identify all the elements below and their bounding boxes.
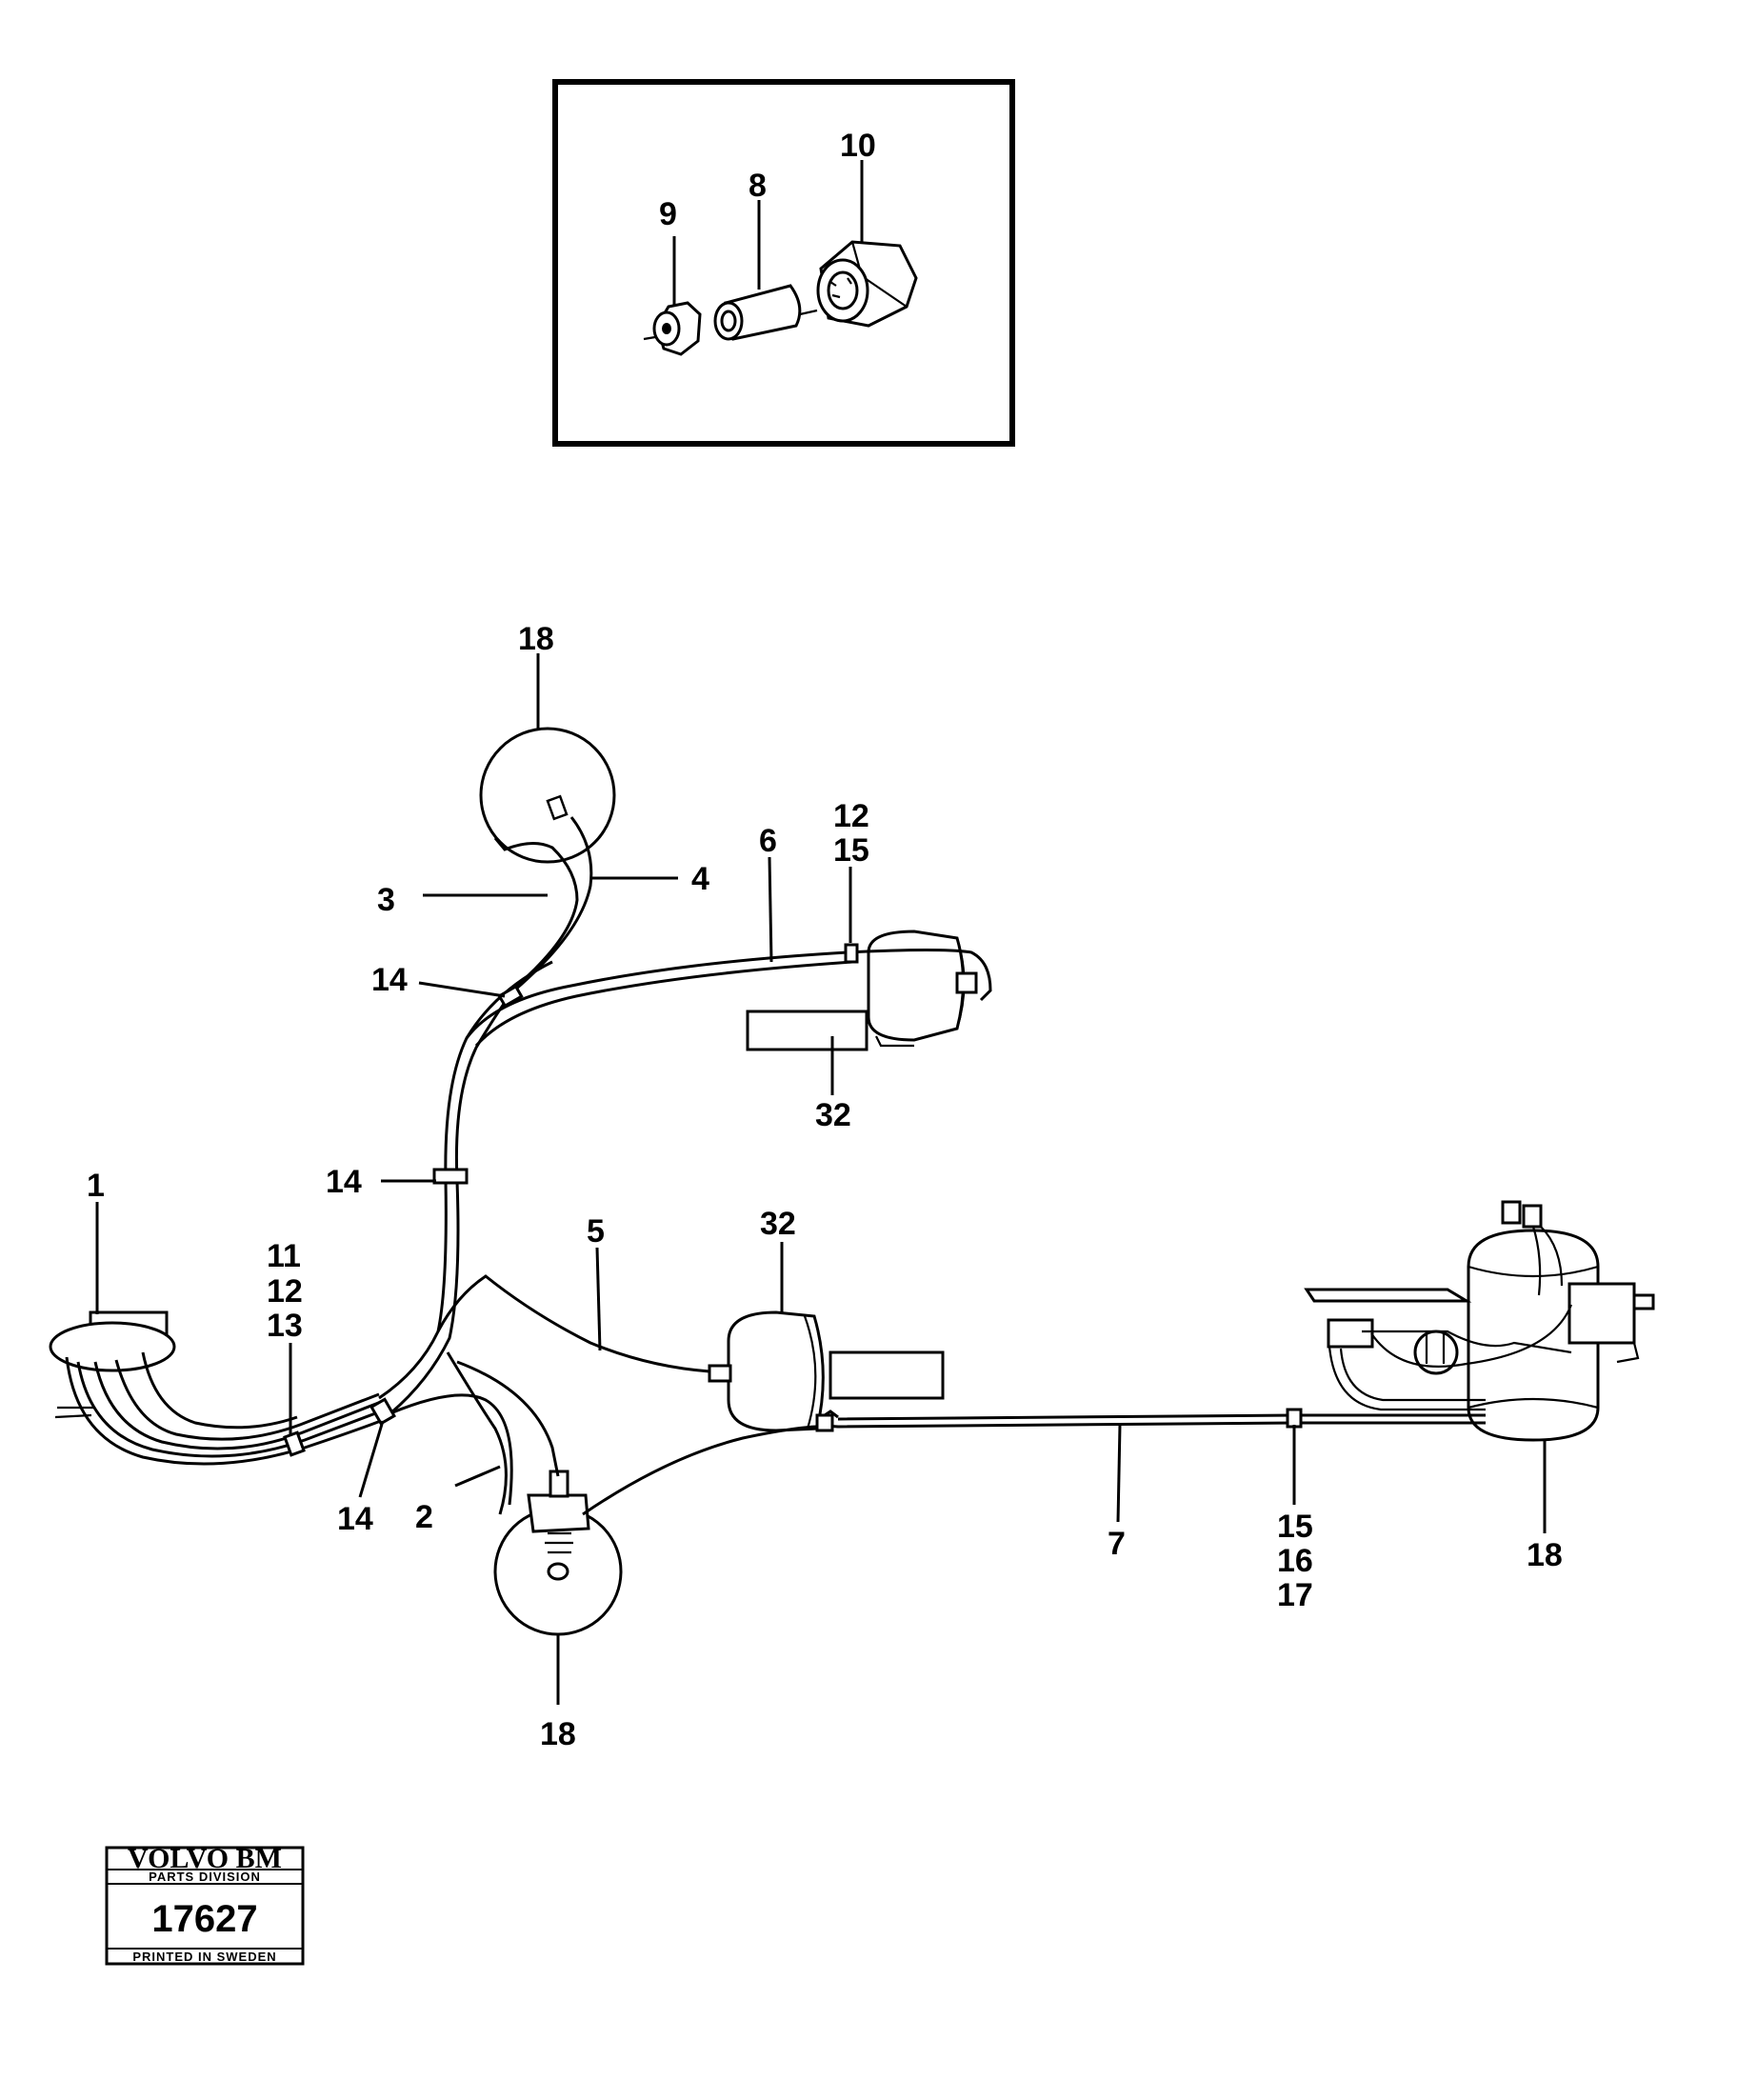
- union-nut-part: [816, 240, 918, 328]
- sleeve-part: [713, 284, 818, 341]
- callout-32-upper: 32: [815, 1097, 851, 1133]
- callout-18-right: 18: [1527, 1537, 1563, 1573]
- callout-14-upper: 14: [371, 962, 408, 998]
- callout-8: 8: [749, 168, 767, 204]
- callout-9: 9: [659, 196, 677, 232]
- air-tank-top: [479, 727, 616, 864]
- leader-lines: [95, 653, 1547, 1705]
- air-pipe-bundle: [65, 816, 1486, 1516]
- brake-chamber-upper: [746, 930, 978, 1051]
- inset-detail-box: [552, 79, 1015, 447]
- badge-division: PARTS DIVISION: [149, 1870, 261, 1884]
- callout-18-top: 18: [518, 621, 554, 657]
- callout-10: 10: [840, 128, 876, 164]
- callout-13: 13: [267, 1308, 303, 1344]
- callout-15-right: 15: [1277, 1509, 1313, 1545]
- parts-division-badge: VOLVO BM PARTS DIVISION 17627 PRINTED IN…: [105, 1843, 305, 1966]
- callout-15-top: 15: [833, 832, 869, 869]
- callout-16: 16: [1277, 1543, 1313, 1579]
- callout-14-middle: 14: [326, 1164, 362, 1200]
- callout-11: 11: [267, 1238, 301, 1274]
- callout-3: 3: [377, 882, 395, 918]
- callout-2: 2: [415, 1499, 433, 1535]
- callout-1: 1: [87, 1168, 105, 1204]
- badge-number: 17627: [151, 1898, 257, 1940]
- badge-footer: PRINTED IN SWEDEN: [132, 1950, 276, 1964]
- callout-labels: 9 8 10 18 12 15 6 3 4 14 32 14 1 5 32 11…: [87, 128, 1563, 1752]
- callout-7: 7: [1108, 1526, 1126, 1562]
- sleeve-nut-part: [643, 301, 702, 356]
- air-tank-right: [1304, 1200, 1655, 1442]
- callout-17: 17: [1277, 1577, 1313, 1613]
- callout-18-bottom: 18: [540, 1716, 576, 1752]
- callout-32-lower: 32: [760, 1206, 796, 1242]
- callout-4: 4: [691, 861, 709, 897]
- relay-valve-block: [527, 1470, 590, 1581]
- callout-12-left: 12: [267, 1273, 303, 1310]
- callout-12-top: 12: [833, 798, 869, 834]
- brake-chamber-lower: [708, 1310, 945, 1432]
- callout-14-lower: 14: [337, 1501, 373, 1537]
- badge-brand: VOLVO BM: [128, 1843, 282, 1874]
- callout-5: 5: [587, 1213, 605, 1250]
- callout-6: 6: [759, 823, 777, 859]
